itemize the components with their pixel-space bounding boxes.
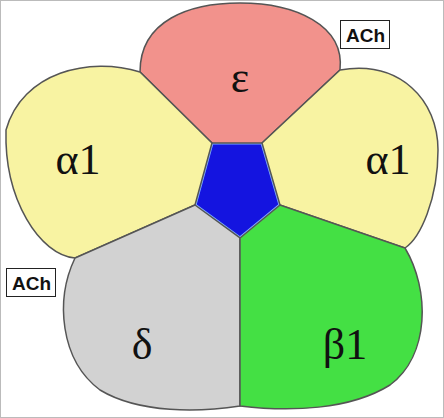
- subunit-outline: [240, 205, 430, 412]
- subunit: δ: [55, 205, 240, 414]
- subunit-label: β1: [323, 323, 367, 367]
- binding-site-box: ACh: [6, 268, 56, 297]
- subunit-label: ε: [231, 56, 249, 100]
- subunit-label: δ: [132, 323, 153, 367]
- subunit-shape: [64, 205, 240, 410]
- subunit-shape: [240, 205, 422, 409]
- binding-site-label: ACh: [346, 26, 384, 45]
- binding-site-box: ACh: [340, 20, 390, 49]
- subunit-outline: [55, 205, 240, 414]
- subunit-label: α1: [55, 138, 100, 182]
- binding-site-label: ACh: [12, 274, 50, 293]
- subunit: β1: [240, 205, 430, 412]
- subunit-label: α1: [365, 138, 410, 182]
